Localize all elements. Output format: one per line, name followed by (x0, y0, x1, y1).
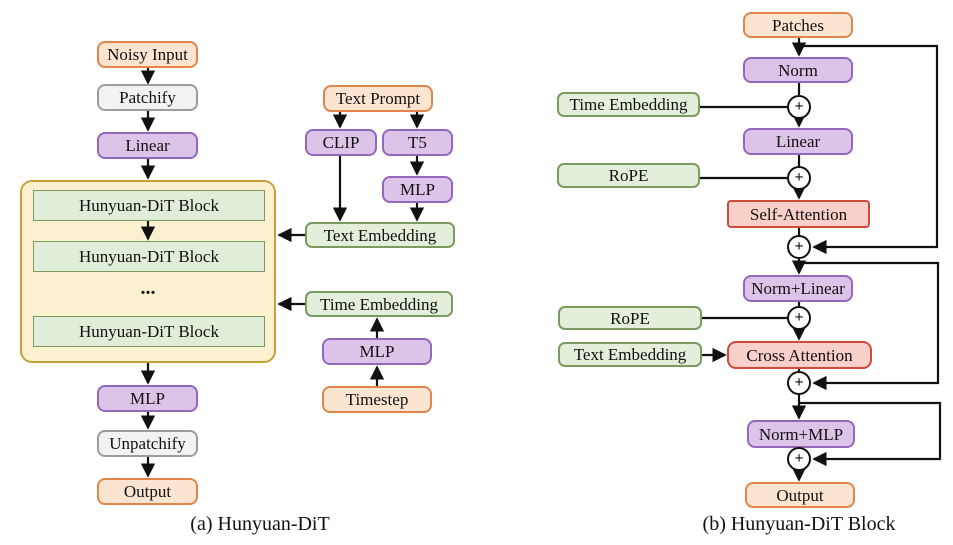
node-norm-linear: Norm+Linear (743, 275, 853, 302)
add-circle-residual3: + (787, 447, 811, 471)
add-circle-rope2: + (787, 306, 811, 330)
add-circle-rope1: + (787, 166, 811, 190)
node-clip: CLIP (305, 129, 377, 156)
node-hunyuan-dit-block-2: Hunyuan-DiT Block (33, 241, 265, 272)
node-hunyuan-dit-block-3: Hunyuan-DiT Block (33, 316, 265, 347)
node-output-b: Output (745, 482, 855, 508)
node-patchify: Patchify (97, 84, 198, 111)
node-time-embedding-b: Time Embedding (557, 92, 700, 117)
node-time-embedding-a: Time Embedding (305, 291, 453, 317)
blocks-ellipsis: ... (140, 276, 156, 299)
node-mlp-out: MLP (97, 385, 198, 412)
node-text-prompt: Text Prompt (323, 85, 433, 112)
node-linear-a: Linear (97, 132, 198, 159)
node-rope-2: RoPE (558, 306, 702, 330)
node-unpatchify: Unpatchify (97, 430, 198, 457)
add-circle-residual1: + (787, 235, 811, 259)
node-linear-b: Linear (743, 128, 853, 155)
node-t5: T5 (382, 129, 453, 156)
node-norm: Norm (743, 57, 853, 83)
residual-add3-add5 (799, 261, 940, 391)
residual-patches-add3 (799, 44, 939, 255)
node-patches: Patches (743, 12, 853, 38)
node-rope-1: RoPE (557, 163, 700, 188)
node-noisy-input: Noisy Input (97, 41, 198, 68)
node-time-mlp: MLP (322, 338, 432, 365)
add-circle-time: + (787, 95, 811, 119)
node-cross-attention: Cross Attention (727, 341, 872, 369)
caption-b: (b) Hunyuan-DiT Block (702, 512, 896, 535)
node-norm-mlp: Norm+MLP (747, 420, 855, 448)
residual-add5-add6 (799, 401, 942, 467)
node-self-attention: Self-Attention (727, 200, 870, 228)
node-text-embedding-b: Text Embedding (558, 342, 702, 367)
node-timestep: Timestep (322, 386, 432, 413)
node-output-a: Output (97, 478, 198, 505)
caption-a: (a) Hunyuan-DiT (190, 512, 330, 535)
add-circle-residual2: + (787, 371, 811, 395)
node-hunyuan-dit-block-1: Hunyuan-DiT Block (33, 190, 265, 221)
node-text-embedding-a: Text Embedding (305, 222, 455, 248)
node-t5-mlp: MLP (382, 176, 453, 203)
